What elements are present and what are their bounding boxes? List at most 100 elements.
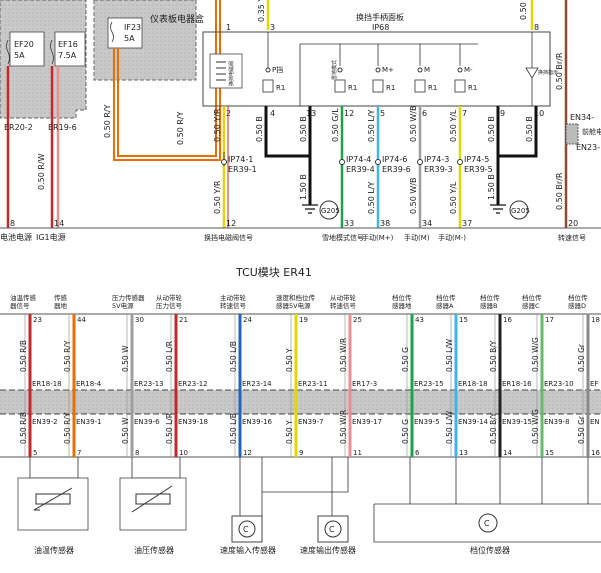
tcu-conn-top-17: ER23-10 [544,380,574,388]
fuse-ef16-id: EF16 [58,40,78,49]
tcu-wire-label-top-25: 0.50 W/R [339,338,348,372]
tcu-wire-label-top-44: 0.50 R/Y [63,340,72,372]
conn-er19-6: ER19-6 [48,123,77,132]
r1-mminus: R1 [468,84,477,92]
bp-33: 33 [344,219,354,228]
tcu-conn-top-18: EF [590,380,598,388]
tcu-wire-label-top-23: 0.50 R/B [19,340,28,372]
tcu-bottom-pin-25: 11 [353,449,362,457]
tcu-signal-15: 档位传感器A [436,293,456,310]
ground-g205-b: G205 [511,207,530,215]
sensor-speed-in: 速度输入传感器 [220,545,276,555]
tcu-wire-label-top-17: 0.50 W/G [531,337,540,372]
pw-2: 0.50 B [299,116,308,142]
lower-wire-labels: 0.50 Y/R 1.50 B 0.50 L/Y 0.50 W/B 0.50 Y… [213,174,496,214]
tcu-conn-top-44: ER18-4 [76,380,102,388]
tcu-signal-24: 主动带轮转速信号 [220,293,247,310]
tcu-pin-24: 24 [243,316,252,324]
tcu-pin-18: 18 [591,316,600,324]
tcu-pin-16: 16 [503,316,512,324]
pw-5: 0.50 W/B [409,106,418,142]
bp-12: 12 [226,219,236,228]
wire-035-y: 0.35 Y [257,0,266,22]
tcu-bottom-pin-19: 9 [299,449,303,457]
tcu-title: TCU模块 ER41 [235,266,312,279]
pin-3: 3 [270,23,275,32]
conn-er39-3: ER39-3 [424,165,453,174]
tcu-conn-bottom-18: EN [590,418,600,426]
top-bottom-labels: 电池电源 IG1电源 换挡电磁阀信号 雪地模式信号 手动(M+) 手动(M) 手… [0,232,586,242]
pw-3: 0.50 G/L [331,108,340,142]
panel-wire-labels: 0.50 Y/R 0.50 B 0.50 B 0.50 G/L 0.50 L/Y… [213,106,534,142]
bp-14: 14 [54,219,64,228]
tcu-conn-bottom-15: EN39-14 [458,418,489,426]
tcu-bottom-pin-18: 16 [591,449,600,457]
bp-38: 38 [380,219,390,228]
lbl-snow: 雪地模式信号 [322,233,364,242]
sw-m: M [424,66,430,74]
lw-3: 0.50 W/B [409,178,418,214]
wire-left-rw: 0.50 R/W [37,153,46,190]
connector-row: IP74-1 ER39-1 IP74-4 ER39-4 IP74-6 ER39-… [221,152,493,174]
conn-en34: EN34- [570,113,594,122]
pp-10: 10 [534,109,544,118]
tcu-pin-17: 17 [545,316,554,324]
tcu-wire-label-bottom-25: 0.50 W/R [339,410,348,444]
tcu-conn-top-21: ER23-12 [178,380,208,388]
tcu-wire-label-bottom-30: 0.50 W [121,417,130,444]
pw-7: 0.50 B [487,116,496,142]
fuse-if23-rating: 5A [124,34,135,43]
tcu-pin-43: 43 [415,316,424,324]
lw-4: 0.50 Y/L [449,181,458,214]
tcu-signal-25: 从动带轮转速信号 [330,293,357,310]
tcu-wire-label-bottom-17: 0.50 W/G [531,409,540,444]
conn-er39-1: ER39-1 [228,165,257,174]
bp-34: 34 [422,219,432,228]
ground-g205-a: G205 [321,207,340,215]
wire-ry-2: 0.50 R/Y [176,111,185,145]
lbl-battery: 电池电源 [0,232,32,242]
sensor-labels: 油温传感器 油压传感器 速度输入传感器 速度输出传感器 档位传感器 [34,545,510,555]
tcu-conn-top-24: ER23-14 [242,380,272,388]
fuse-if23-id: IF23 [124,23,141,32]
panel-code: IP68 [372,23,389,32]
conn-er20-2: ER20-2 [4,123,33,132]
pp-7: 7 [462,109,467,118]
conn-er39-4: ER39-4 [346,165,375,174]
tcu-conn-bottom-17: EN39-8 [544,418,570,426]
conn-ip74-3: IP74-3 [424,155,449,164]
lbl-m: 手动(M) [404,233,430,242]
bp-8: 8 [10,219,15,228]
pp-9: 9 [500,109,505,118]
pw-1: 0.50 B [255,116,264,142]
tcu-conn-bottom-19: EN39-7 [298,418,324,426]
sensor-gear: 档位传感器 [470,545,510,555]
tcu-conn-bottom-25: EN39-17 [352,418,382,426]
r1-p: R1 [276,84,285,92]
tcu-pin-15: 15 [459,316,468,324]
tcu-wire-label-top-24: 0.50 L/B [229,341,238,372]
tcu-conn-top-30: ER23-13 [134,380,164,388]
tcu-conn-top-16: ER18-16 [502,380,532,388]
lbl-mplus: 手动(M+) [362,233,394,242]
tcu-wire-label-bottom-23: 0.50 R/B [19,412,28,444]
tcu-bottom-pin-43: 6 [415,449,420,457]
sensor-wiring: C C C [17,457,601,543]
fuse-ef20-rating: 5A [14,51,25,60]
tcu-pin-23: 23 [33,316,42,324]
tcu-signal-17: 档位传感器C [522,293,542,310]
lbl-speed: 转速信号 [558,233,586,242]
tcu-bottom-pin-16: 14 [503,449,512,457]
tcu-conn-bottom-24: EN39-16 [242,418,273,426]
tcu-wire-label-bottom-21: 0.50 L/R [165,413,174,444]
pin-8: 8 [534,23,539,32]
conn-en23: EN23- [576,143,600,152]
tcu-pin-44: 44 [77,316,86,324]
